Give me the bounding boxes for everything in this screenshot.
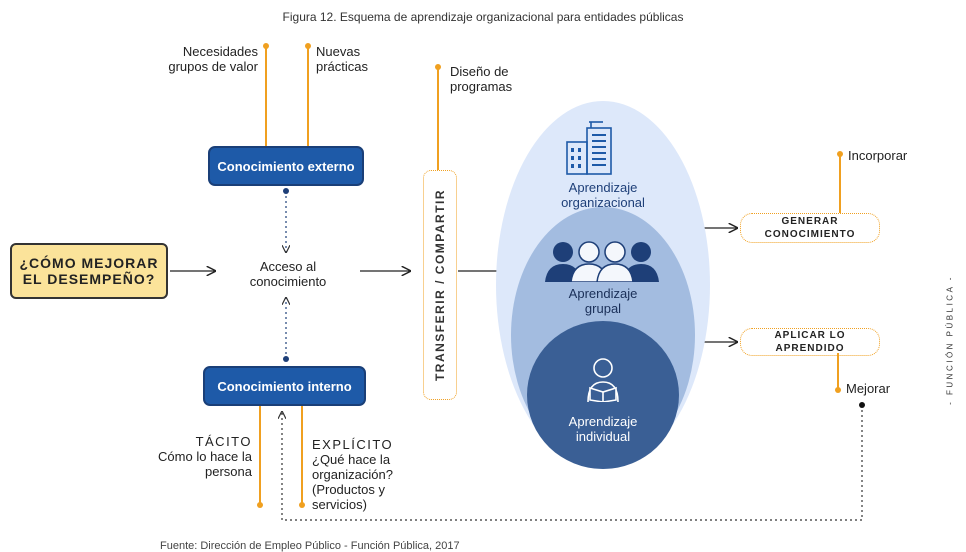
label-incorporar: Incorporar [848,148,908,163]
side-brand-label: - FUNCIÓN PÚBLICA - [945,275,955,405]
group-icon [545,241,659,282]
question-box: ¿CÓMO MEJORAR EL DESEMPEÑO? [10,243,168,299]
transfer-compartir-box: TRANSFERIR / COMPARTIR [423,170,457,400]
tacito-title: TÁCITO [195,434,252,449]
conocimiento-interno-box: Conocimiento interno [203,366,366,406]
label-diseno-programas: Diseño de programas [450,64,513,94]
explicito-title: EXPLÍCITO [312,437,394,452]
label-nuevas-practicas: Nuevas prácticas [316,44,369,74]
aplicar-lo-aprendido-box: APLICAR LO APRENDIDO [740,328,880,356]
source-footer: Fuente: Dirección de Empleo Público - Fu… [160,540,460,552]
explicito-desc: ¿Qué hace la organización? (Productos y … [312,452,393,512]
orange-lines [259,46,841,505]
acceso-conocimiento: Acceso al conocimiento [249,259,327,289]
building-icon [566,121,612,175]
conocimiento-externo-box: Conocimiento externo [208,146,364,186]
generar-conocimiento-box: GENERAR CONOCIMIENTO [740,213,880,243]
label-aprendizaje-grupal: Aprendizaje grupal [568,286,638,316]
label-mejorar: Mejorar [846,381,891,396]
side-brand-text: - FUNCIÓN PÚBLICA - [930,275,966,405]
transfer-label: TRANSFERIR / COMPARTIR [433,188,447,382]
label-necesidades: Necesidades grupos de valor [168,44,258,74]
reader-icon [587,358,619,402]
tacito-desc: Cómo lo hace la persona [158,449,252,479]
label-aprendizaje-individual: Aprendizaje individual [568,414,638,444]
figure-title: Figura 12. Esquema de aprendizaje organi… [282,10,684,24]
label-aprendizaje-organizacional: Aprendizaje organizacional [561,180,645,210]
